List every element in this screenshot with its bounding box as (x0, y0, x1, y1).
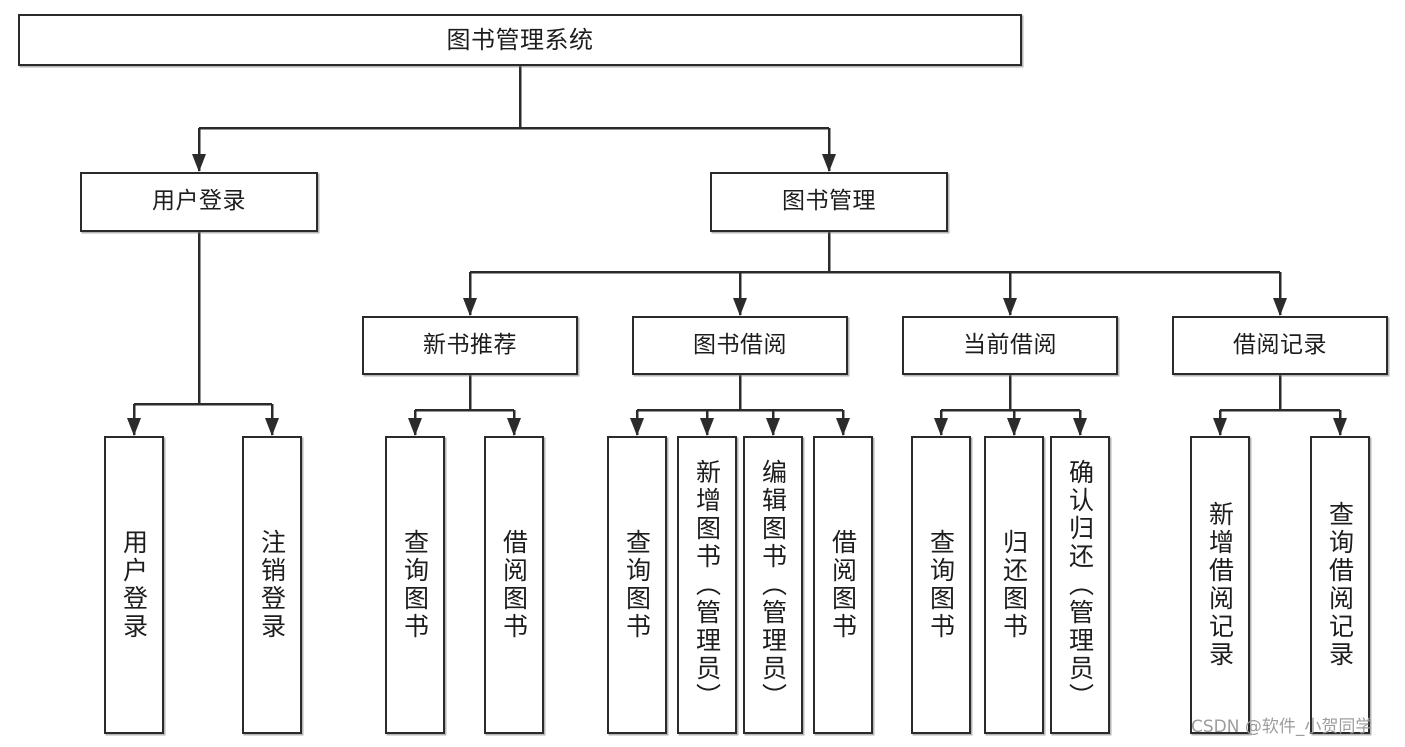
leaf-return-book-label: 归还图书 (999, 529, 1029, 641)
node-book-manage-label: 图书管理 (782, 188, 876, 215)
node-new-book-recommend[interactable]: 新书推荐 (362, 316, 578, 375)
node-book-borrow[interactable]: 图书借阅 (632, 316, 848, 375)
leaf-query-book-2[interactable]: 查询图书 (607, 436, 667, 734)
leaf-add-book-label: 新增图书（管理员） (692, 459, 722, 711)
watermark: CSDN @软件_小贺同学 (1191, 717, 1373, 737)
leaf-confirm-return[interactable]: 确认归还（管理员） (1050, 436, 1110, 734)
node-book-borrow-label: 图书借阅 (693, 331, 787, 358)
leaf-query-book-3-label: 查询图书 (926, 529, 956, 641)
leaf-user-login-label: 用户登录 (119, 529, 149, 641)
leaf-query-borrow-record-label: 查询借阅记录 (1325, 501, 1355, 669)
leaf-logout[interactable]: 注销登录 (242, 436, 302, 734)
leaf-query-book-2-label: 查询图书 (622, 529, 652, 641)
node-current-borrow-label: 当前借阅 (963, 331, 1057, 358)
node-user-login-label: 用户登录 (152, 188, 246, 215)
leaf-logout-label: 注销登录 (257, 529, 287, 641)
leaf-add-borrow-record[interactable]: 新增借阅记录 (1190, 436, 1250, 734)
leaf-query-book-1-label: 查询图书 (400, 529, 430, 641)
leaf-query-book-3[interactable]: 查询图书 (911, 436, 971, 734)
node-root-label: 图书管理系统 (446, 25, 594, 54)
node-new-book-recommend-label: 新书推荐 (423, 331, 517, 358)
leaf-add-borrow-record-label: 新增借阅记录 (1205, 501, 1235, 669)
leaf-borrow-book-2-label: 借阅图书 (828, 529, 858, 641)
node-borrow-record-label: 借阅记录 (1233, 331, 1327, 358)
leaf-borrow-book-1-label: 借阅图书 (499, 529, 529, 641)
node-borrow-record[interactable]: 借阅记录 (1172, 316, 1388, 375)
leaf-return-book[interactable]: 归还图书 (984, 436, 1044, 734)
leaf-add-book[interactable]: 新增图书（管理员） (677, 436, 737, 734)
leaf-borrow-book-2[interactable]: 借阅图书 (813, 436, 873, 734)
leaf-confirm-return-label: 确认归还（管理员） (1065, 459, 1095, 711)
node-current-borrow[interactable]: 当前借阅 (902, 316, 1118, 375)
leaf-borrow-book-1[interactable]: 借阅图书 (484, 436, 544, 734)
leaf-user-login[interactable]: 用户登录 (104, 436, 164, 734)
leaf-query-book-1[interactable]: 查询图书 (385, 436, 445, 734)
node-user-login[interactable]: 用户登录 (80, 172, 318, 232)
node-book-manage[interactable]: 图书管理 (710, 172, 948, 232)
leaf-edit-book[interactable]: 编辑图书（管理员） (743, 436, 803, 734)
leaf-query-borrow-record[interactable]: 查询借阅记录 (1310, 436, 1370, 734)
leaf-edit-book-label: 编辑图书（管理员） (758, 459, 788, 711)
node-root[interactable]: 图书管理系统 (18, 14, 1022, 66)
